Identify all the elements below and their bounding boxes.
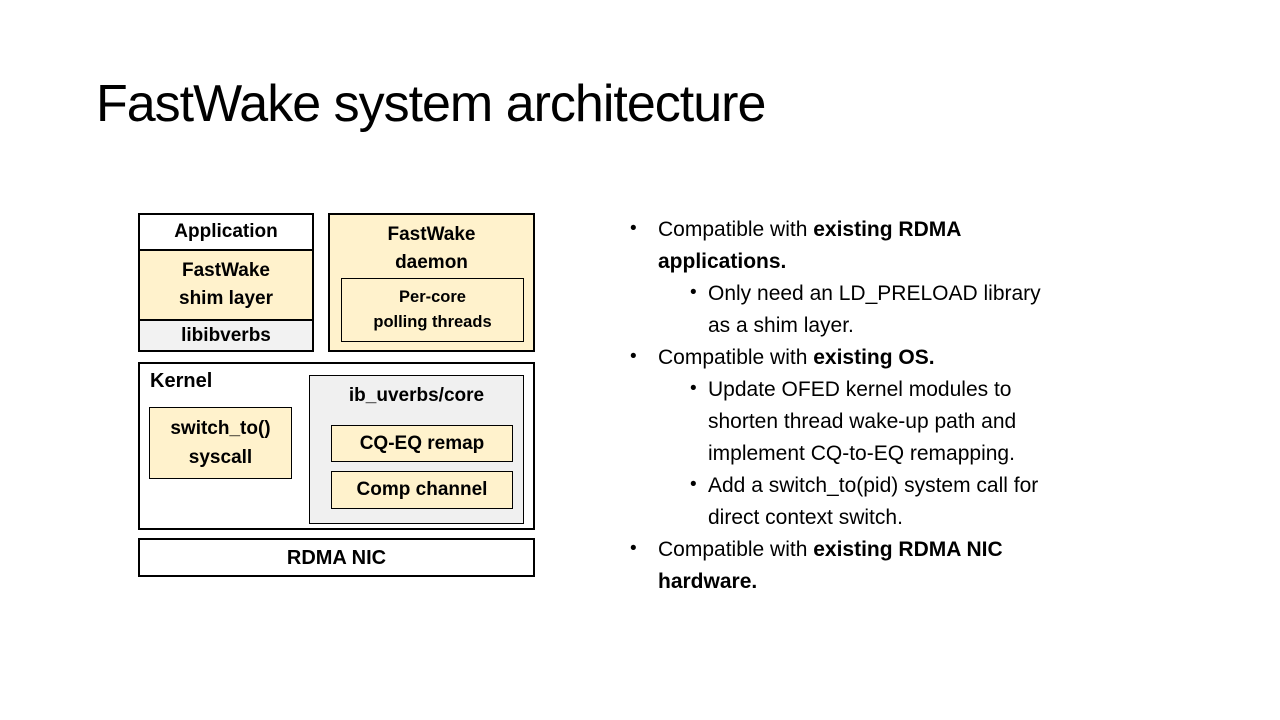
slide-title: FastWake system architecture [96,75,766,133]
switch-to-label: switch_to() syscall [170,418,271,468]
comp-channel-box: Comp channel [331,471,513,509]
bullet-item: • Compatible with existing OS. [630,342,1063,374]
app-layer-label: Application [174,221,278,242]
app-layer-libibverbs: libibverbs [140,321,312,350]
libibverbs-label: libibverbs [181,324,271,346]
bullet-dot: • [690,282,697,303]
comp-channel-label: Comp channel [356,479,488,500]
daemon-label: FastWake daemon [387,224,476,273]
cq-eq-remap-box: CQ-EQ remap [331,425,513,462]
per-core-label: Per-core polling threads [373,288,492,331]
ib-uverbs-label: ib_uverbs/core [348,385,485,406]
bullet-text-run: existing RDMA NIC hardware. [658,538,1003,593]
shim-layer-label: FastWake shim layer [179,260,273,309]
bullet-text-run: Compatible with [658,346,814,369]
kernel-label: Kernel [150,370,213,392]
bullet-item: • Only need an LD_PRELOAD library as a sh… [690,278,1063,342]
bullet-list: • Compatible with existing RDMA applicati… [630,214,1110,598]
kernel-box: Kernel switch_to() syscall ib_uverbs/cor… [138,362,535,530]
bullet-item: • Compatible with existing RDMA applicati… [630,214,1063,278]
switch-to-box: switch_to() syscall [149,407,292,479]
bullet-text-run: Only need an LD_PRELOAD library as a shi… [708,282,1041,337]
daemon-box: FastWake daemon Per-core polling threads [328,213,535,352]
bullet-item: • Compatible with existing RDMA NIC hardw… [630,534,1063,598]
ib-uverbs-box: ib_uverbs/core CQ-EQ remap Comp channel [309,375,524,524]
bullet-text-run: Update OFED kernel modules to shorten th… [708,378,1017,465]
bullet-dot: • [630,218,637,239]
per-core-box: Per-core polling threads [341,278,524,342]
bullet-dot: • [690,474,697,495]
app-layer-shim: FastWake shim layer [140,249,312,321]
bullet-dot: • [630,538,637,559]
bullet-dot: • [690,378,697,399]
bullet-item: • Add a switch_to(pid) system call for di… [690,470,1063,534]
bullet-text-run: existing OS. [813,346,935,369]
bullet-text-run: existing RDMA applications. [658,218,961,273]
bullet-text-run: Add a switch_to(pid) system call for dir… [708,474,1039,529]
app-layer-application: Application [140,215,312,249]
bullet-text-run: Compatible with [658,538,814,561]
app-stack-box: Application FastWake shim layer libibver… [138,213,314,352]
bullet-dot: • [630,346,637,367]
rdma-nic-box: RDMA NIC [138,538,535,577]
bullet-item: • Update OFED kernel modules to shorten t… [690,374,1063,470]
cq-eq-remap-label: CQ-EQ remap [359,432,485,454]
rdma-nic-label: RDMA NIC [286,546,387,569]
bullet-text-run: Compatible with [658,218,814,241]
